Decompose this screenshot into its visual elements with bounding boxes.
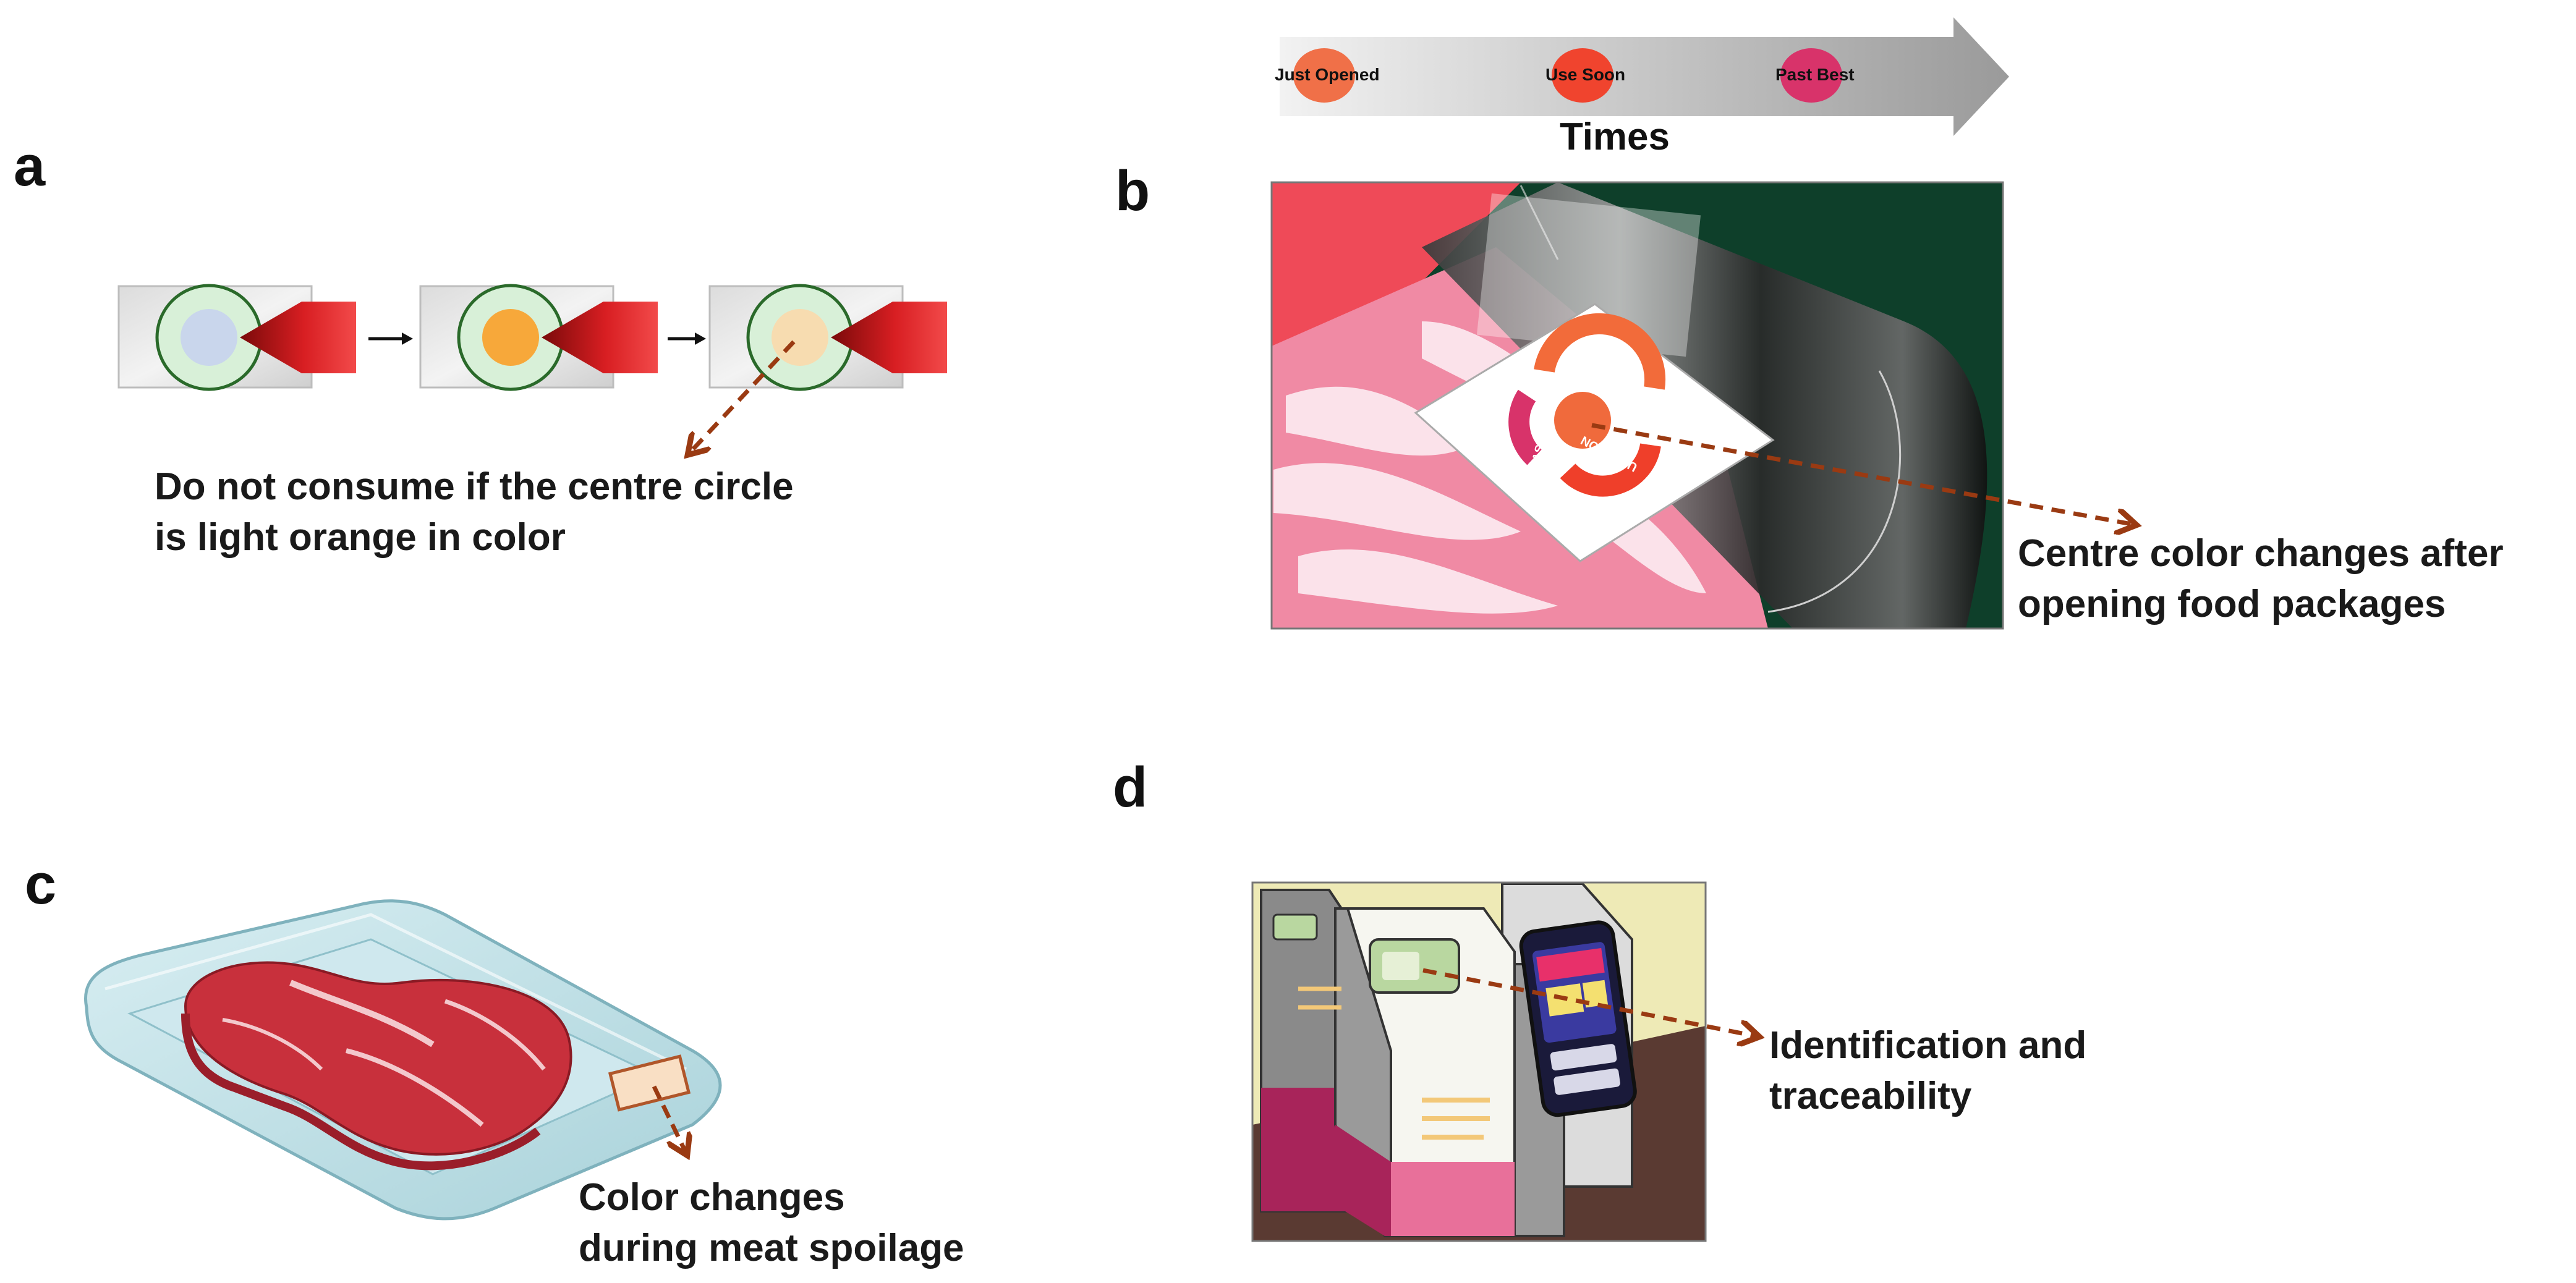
traceability-illustration [1252, 883, 1706, 1241]
panel-a-caption-line2: is light orange in color [155, 516, 566, 559]
meat-tray [84, 899, 722, 1221]
panel-c-caption-line2: during meat spoilage [579, 1227, 964, 1269]
red-wedge-stage-1 [240, 302, 356, 373]
timeline-arrow [1280, 17, 2009, 136]
red-wedge-stage-2 [542, 302, 658, 373]
panel-b: b Just Opened Use Soon Past Best Times [1115, 17, 2504, 630]
centre-dot-stage-1 [181, 309, 237, 366]
carton [1298, 907, 1565, 1237]
step-arrow-1 [368, 332, 413, 345]
panel-a-caption-line1: Do not consume if the centre circle [155, 465, 794, 508]
panel-c-caption-line1: Color changes [579, 1176, 845, 1219]
timeline-label-just-opened: Just Opened [1275, 65, 1380, 84]
callout-arrow-a [691, 340, 796, 451]
panel-b-letter: b [1115, 159, 1150, 222]
centre-dot-stage-2 [482, 309, 539, 366]
panel-c: c Color changes during meat spoilage [25, 853, 964, 1269]
callout-arrow-b [1591, 423, 2132, 524]
spoilage-sensor-tag [608, 1054, 691, 1112]
panel-d-caption-line1: Identification and [1769, 1024, 2086, 1067]
panel-b-caption-line1: Centre color changes after [2018, 532, 2504, 575]
step-arrow-2 [668, 332, 706, 345]
timeline-axis-label: Times [1560, 116, 1670, 158]
timeline-dot-just-opened [1293, 48, 1355, 103]
label-arc-use-soon [1560, 442, 1661, 497]
timeline-label-past-best: Past Best [1775, 65, 1855, 84]
callout-arrow-d [1422, 968, 1754, 1036]
panel-d: d [1113, 756, 2086, 1242]
timeline-dot-use-soon [1552, 48, 1613, 103]
panel-a: a Do not [14, 135, 947, 559]
panel-d-caption-line2: traceability [1769, 1075, 1972, 1117]
panel-a-letter: a [14, 135, 46, 198]
panel-b-caption-line2: opening food packages [2018, 583, 2446, 625]
package-photo: JUSTOPENED USESOON PASTBEST [1272, 182, 2003, 629]
freshness-label: JUSTOPENED USESOON PASTBEST [1414, 303, 1775, 562]
label-centre-dot [1554, 392, 1611, 449]
indicator-stage-1 [117, 284, 356, 391]
centre-dot-stage-3 [772, 309, 828, 366]
label-arc-past-best [1508, 389, 1542, 465]
indicator-stage-2 [419, 284, 658, 391]
timeline-dot-past-best [1780, 48, 1842, 103]
panel-d-letter: d [1113, 756, 1147, 819]
timeline-label-use-soon: Use Soon [1545, 65, 1625, 84]
callout-arrow-c [652, 1085, 685, 1151]
timeline: Just Opened Use Soon Past Best Times [1275, 17, 2009, 158]
red-wedge-stage-3 [831, 302, 947, 373]
label-arc-just-opened [1534, 313, 1666, 390]
panel-c-letter: c [25, 853, 56, 916]
indicator-stage-3 [708, 284, 947, 391]
